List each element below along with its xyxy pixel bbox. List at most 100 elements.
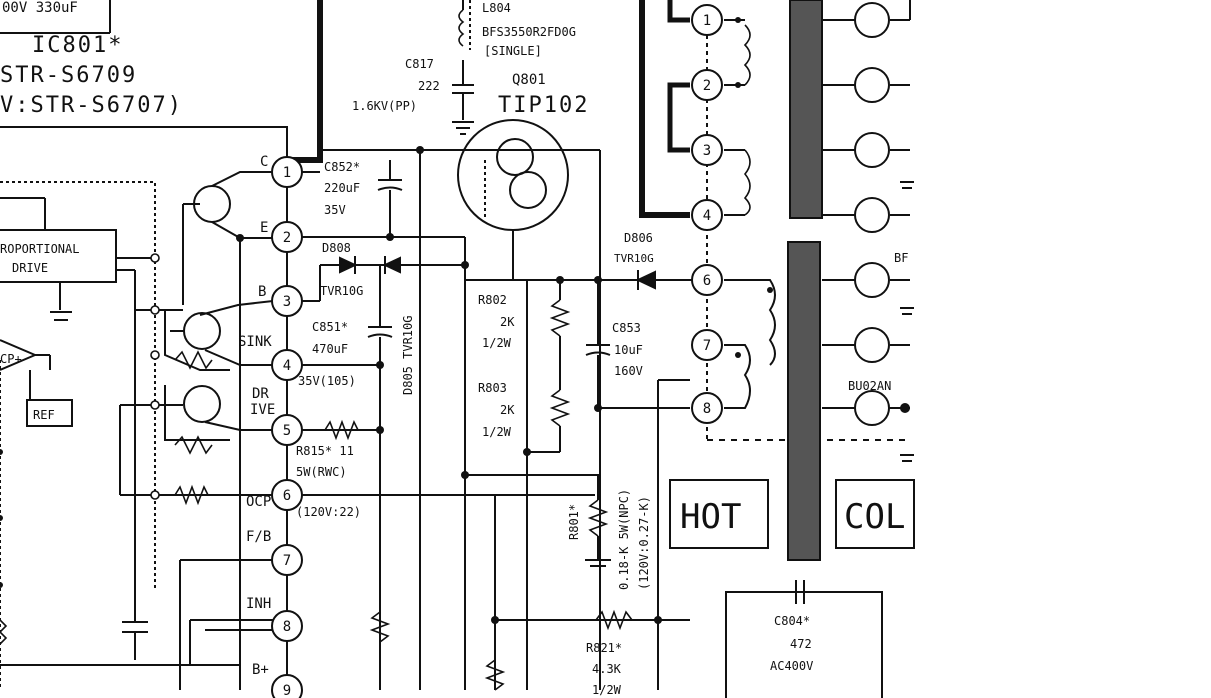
d808-part: TVR10G (320, 284, 363, 298)
cold-label: COL (844, 497, 905, 537)
r802-rating: 1/2W (482, 336, 512, 350)
r821-value: 4.3K (592, 662, 622, 676)
xfmr-pin-3-number: 3 (703, 143, 711, 159)
pin5-name-1: DR (252, 386, 269, 402)
c851-value: 470uF (312, 342, 348, 356)
block-label-2: DRIVE (12, 261, 48, 275)
xfmr-pin-1-number: 1 (703, 13, 711, 29)
hot-label: HOT (680, 497, 741, 537)
r803-ref: R803 (478, 381, 507, 395)
d808-ref: D808 (322, 241, 351, 255)
c853-ref: C853 (612, 321, 641, 335)
transformer-core-upper (789, 0, 823, 219)
ic-pin-6-number: 6 (283, 488, 291, 504)
ic-internal-dashed (0, 181, 156, 590)
transformer-thick-trace (639, 0, 690, 218)
ic-transistor-3 (183, 385, 221, 423)
xfmr-pin-1-circle (691, 4, 723, 36)
xfmr-right-label-1: BF (894, 251, 908, 265)
hot-region-box (669, 479, 769, 549)
pin9-name: B+ (252, 662, 269, 678)
pin3-name: B (258, 284, 266, 300)
ic-part: STR-S6709 (0, 63, 137, 88)
ref-block (26, 399, 73, 427)
xfmr-pin-4-number: 4 (703, 208, 711, 224)
ic-pin-8-circle (271, 610, 303, 642)
r803-value: 2K (500, 403, 515, 417)
xfmr-pin-8-number: 8 (703, 401, 711, 417)
xfmr-pin-7-number: 7 (703, 338, 711, 354)
c817-ref: C817 (405, 57, 434, 71)
r801-ref: R801* (567, 504, 581, 540)
ic-pin-7-circle (271, 544, 303, 576)
pin1-name: C (260, 154, 268, 170)
d805-ref: D805 TVR10G (401, 316, 415, 395)
c851-rating: 35V(105) (298, 374, 356, 388)
block-label-1: ROPORTIONAL (0, 242, 79, 256)
xfmr-pin-6-circle (691, 264, 723, 296)
thick-trace-top (287, 0, 323, 172)
c852-rating: 35V (324, 203, 346, 217)
ic-pin-9-number: 9 (283, 683, 291, 698)
ic-pin-1-circle (271, 156, 303, 188)
cold-region-box (835, 479, 915, 549)
xfmr-pin-6-number: 6 (703, 273, 711, 289)
ic-pin-3-number: 3 (283, 294, 291, 310)
ic-pin-4-circle (271, 349, 303, 381)
transformer-core-lower (787, 241, 821, 561)
xfmr-pin-2-number: 2 (703, 78, 711, 94)
r821-rating: 1/2W (592, 683, 622, 697)
r801-value: 0.18-K 5W(NPC) (617, 489, 631, 590)
r802-ref: R802 (478, 293, 507, 307)
c804-value: 472 (790, 637, 812, 651)
ic-pin-5-number: 5 (283, 423, 291, 439)
pin6-name: OCP (246, 494, 271, 510)
d806-ref: D806 (624, 231, 653, 245)
ic-pin-6-circle (271, 479, 303, 511)
r801-alt: (120V:0.27-K) (637, 496, 651, 590)
xfmr-pin-8-circle (691, 392, 723, 424)
pin4-name: SINK (238, 334, 272, 350)
c817-rating: 1.6KV(PP) (352, 99, 417, 113)
pin7-name: F/B (246, 529, 271, 545)
ic-pin-7-number: 7 (283, 553, 291, 569)
xfmr-pin-2-circle (691, 69, 723, 101)
ic-pin-1-number: 1 (283, 165, 291, 181)
ic-outline-top (0, 126, 288, 172)
c853-rating: 160V (614, 364, 643, 378)
pin5-name-2: IVE (250, 402, 275, 418)
l804-note: [SINGLE] (484, 44, 542, 58)
q801-part: TIP102 (498, 93, 589, 118)
r821-ref: R821* (586, 641, 622, 655)
d806-part: TVR10G (614, 252, 654, 265)
r803-rating: 1/2W (482, 425, 512, 439)
ic-pin-9-circle (271, 674, 303, 698)
q801-ref: Q801 (512, 72, 546, 88)
ic-pin-4-number: 4 (283, 358, 291, 374)
ic-pin-3-circle (271, 285, 303, 317)
proportional-drive-block (0, 229, 117, 283)
r802-value: 2K (500, 315, 515, 329)
ic-pin-2-number: 2 (283, 230, 291, 246)
ic-transistor-2 (183, 312, 221, 350)
ic-pin-2-circle (271, 221, 303, 253)
l804-ref: L804 (482, 1, 511, 15)
c804-ref: C804* (774, 614, 810, 628)
pin8-name: INH (246, 596, 271, 612)
xfmr-right-label-2: BU02AN (848, 379, 891, 393)
ic-name: IC801* (32, 33, 123, 58)
c852-value: 220uF (324, 181, 360, 195)
xfmr-pin-4-circle (691, 199, 723, 231)
r815-alt: (120V:22) (296, 505, 361, 519)
c853-value: 10uF (614, 343, 643, 357)
c817-value: 222 (418, 79, 440, 93)
c851-ref: C851* (312, 320, 348, 334)
c852-ref: C852* (324, 160, 360, 174)
xfmr-pin-3-circle (691, 134, 723, 166)
r815-rating: 5W(RWC) (296, 465, 347, 479)
comparator-label: CP+ (0, 352, 22, 366)
ic-top-value: 00V 330uF (2, 0, 78, 16)
l804-part: BFS3550R2FD0G (482, 25, 576, 39)
r815-ref: R815* 11 (296, 444, 354, 458)
